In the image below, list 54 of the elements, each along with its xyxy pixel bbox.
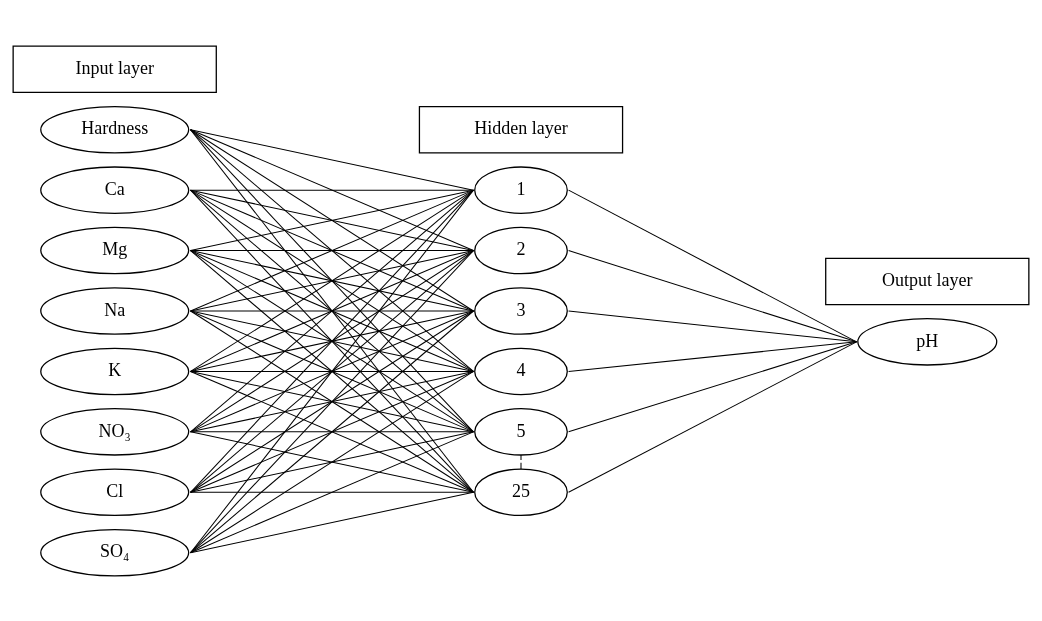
- node-ellipse: 1: [474, 165, 568, 214]
- connector: [190, 310, 474, 432]
- connector: [190, 310, 474, 553]
- connector: [190, 189, 474, 493]
- connector: [568, 189, 858, 342]
- connector: [190, 249, 474, 311]
- connector: [190, 189, 474, 553]
- connector: [190, 189, 474, 311]
- connector: [190, 128, 474, 432]
- node-ellipse: Cl: [40, 468, 190, 516]
- node-ellipse: 25: [474, 468, 568, 516]
- connector: [568, 340, 858, 493]
- connector: [190, 430, 474, 432]
- connector: [568, 340, 858, 432]
- connector: [190, 189, 474, 251]
- node-ellipse: K: [40, 347, 190, 395]
- node-ellipse: NO₃: [40, 407, 190, 456]
- node-ellipse: Na: [40, 286, 190, 335]
- connector: [190, 430, 474, 493]
- connector: [190, 189, 474, 432]
- node-box: Input layer: [12, 45, 217, 93]
- node-ellipse: Ca: [40, 165, 190, 214]
- connector: [190, 189, 474, 191]
- node-ellipse: Hardness: [40, 105, 190, 153]
- node-ellipse: 2: [474, 226, 568, 274]
- connector: [190, 310, 474, 311]
- connector: [568, 340, 858, 372]
- node-ellipse: 3: [474, 286, 568, 335]
- connector: [190, 128, 474, 191]
- connector: [190, 310, 474, 372]
- connector: [190, 491, 474, 553]
- connector: [190, 370, 474, 493]
- connector: [190, 310, 474, 493]
- node-box: Hidden layer: [418, 105, 624, 153]
- connector: [190, 128, 474, 493]
- node-ellipse: 4: [474, 347, 568, 395]
- node-ellipse: Mg: [40, 226, 190, 274]
- connector: [190, 249, 474, 251]
- node-box: Output layer: [825, 257, 1030, 305]
- node-ellipse: SO₄: [40, 528, 190, 576]
- connector: [190, 370, 474, 553]
- connector: [190, 128, 474, 372]
- connector: [190, 370, 474, 432]
- connector: [190, 249, 474, 493]
- connector: [190, 189, 474, 372]
- node-ellipse: pH: [857, 317, 998, 366]
- node-ellipse: 5: [474, 407, 568, 456]
- connector: [190, 128, 474, 251]
- connector: [190, 249, 474, 553]
- connector: [520, 454, 522, 470]
- connector: [190, 128, 474, 311]
- connector: [190, 249, 474, 432]
- connector: [190, 430, 474, 553]
- connector: [190, 249, 474, 372]
